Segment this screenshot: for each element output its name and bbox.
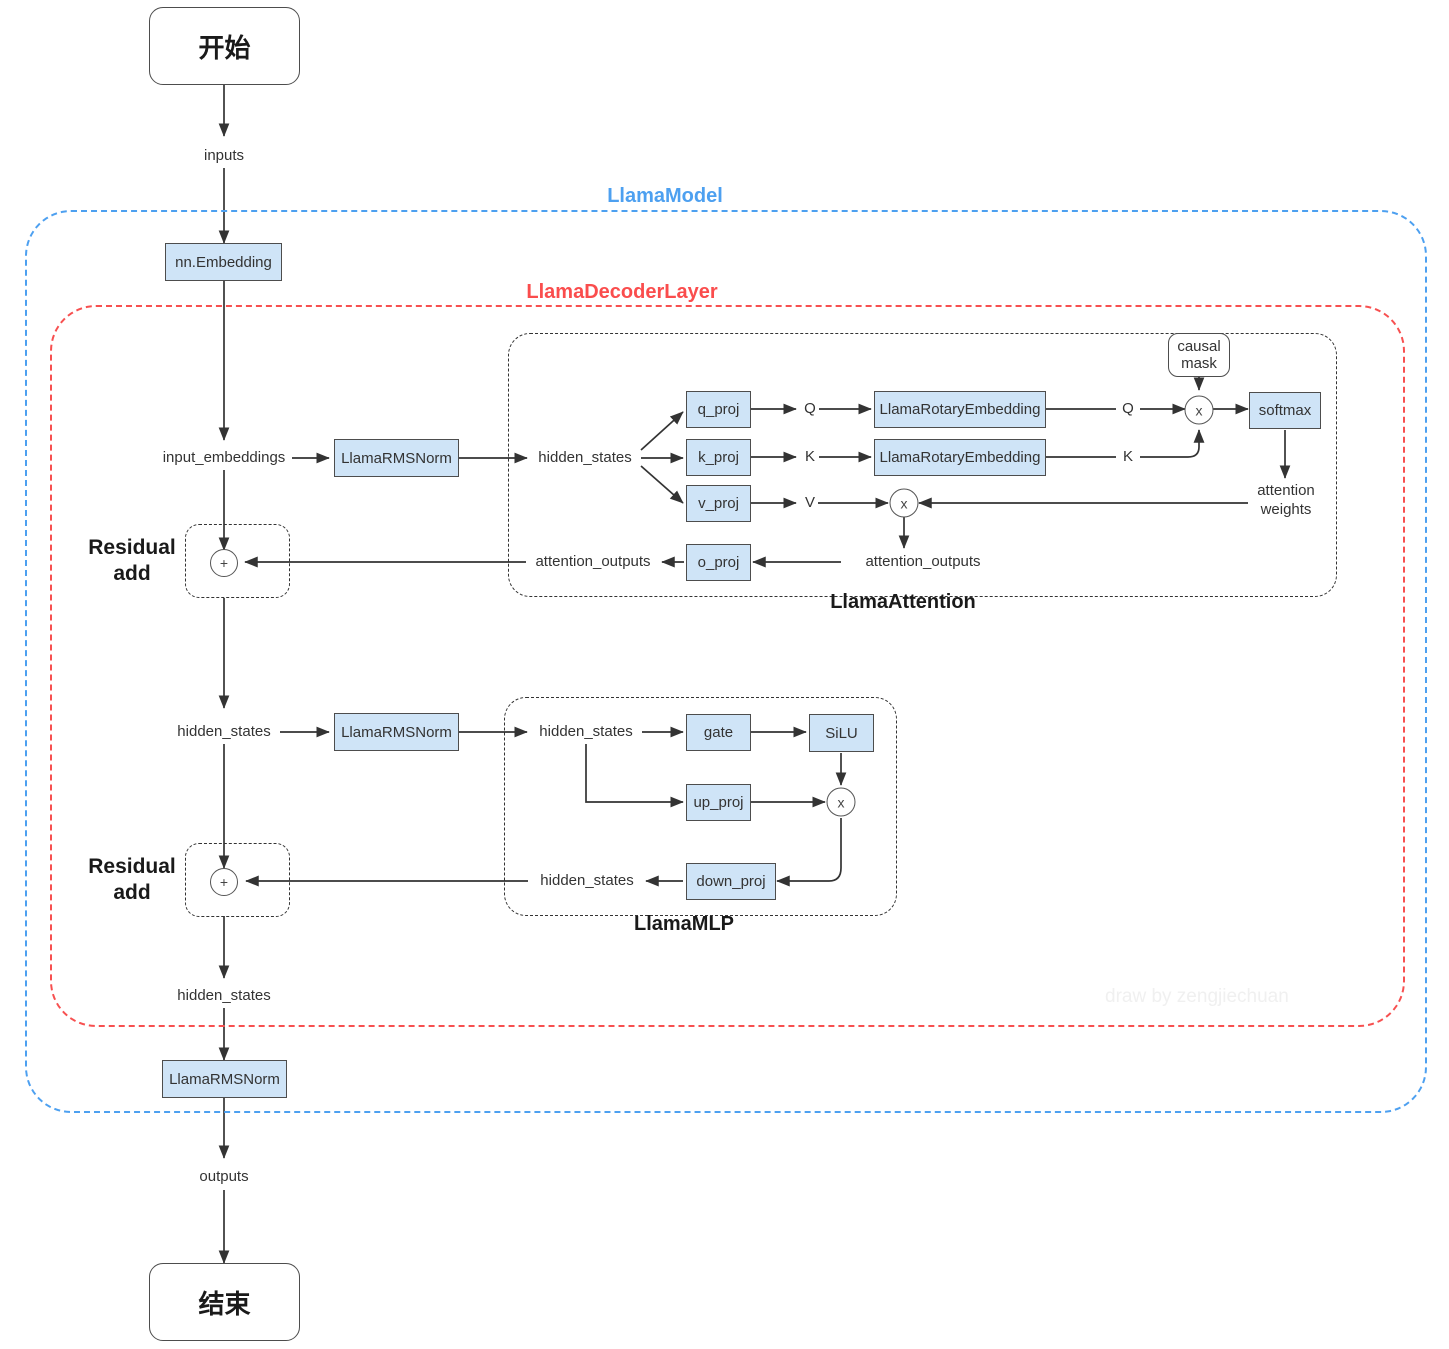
end-terminal: 结束 <box>149 1263 300 1341</box>
edge-label-attention-outputs-inner: attention_outputs <box>865 553 981 571</box>
up-proj-label: up_proj <box>693 794 744 811</box>
edge-label-k-rotary: K <box>1122 448 1134 466</box>
gate-node[interactable]: gate <box>686 714 751 751</box>
nn-embedding-label: nn.Embedding <box>175 253 272 271</box>
matmul-qk-label: x <box>1195 402 1203 418</box>
end-terminal-label: 结束 <box>198 1288 251 1319</box>
rotary-embedding-k-node[interactable]: LlamaRotaryEmbedding <box>874 439 1046 476</box>
rmsnorm-attention-label: LlamaRMSNorm <box>341 449 452 467</box>
residual-add-text-mlp: Residual add <box>82 854 182 907</box>
edge-label-q-rotary: Q <box>1122 400 1134 418</box>
causal-mask-line2: mask <box>1181 355 1217 372</box>
edge-label-attention-outputs-outer: attention_outputs <box>535 553 651 571</box>
residual-add-attention-line1: Residual <box>88 536 176 559</box>
llama-mlp-group <box>504 697 897 916</box>
softmax-label: softmax <box>1258 402 1312 419</box>
rotary-embedding-k-label: LlamaRotaryEmbedding <box>879 449 1041 466</box>
matmul-attn-value-label: x <box>900 495 908 511</box>
o-proj-label: o_proj <box>697 554 740 571</box>
down-proj-node[interactable]: down_proj <box>686 863 776 900</box>
rmsnorm-mlp-label: LlamaRMSNorm <box>341 723 452 741</box>
silu-label: SiLU <box>825 724 858 742</box>
llama-decoder-layer-group-title: LlamaDecoderLayer <box>526 281 718 303</box>
residual-add-op-attention-label: + <box>219 555 229 571</box>
llama-attention-group <box>508 333 1337 597</box>
softmax-node[interactable]: softmax <box>1249 392 1321 429</box>
causal-mask-line1: causal <box>1177 337 1221 355</box>
q-proj-label: q_proj <box>697 401 740 418</box>
causal-mask-node: causal mask <box>1168 333 1230 377</box>
k-proj-node[interactable]: k_proj <box>686 439 751 476</box>
rmsnorm-final-node[interactable]: LlamaRMSNorm <box>162 1060 287 1098</box>
llama-model-group <box>25 210 1427 1113</box>
start-terminal-label: 开始 <box>198 32 251 63</box>
residual-add-op-mlp: + <box>210 868 238 896</box>
edge-label-q: Q <box>804 400 816 418</box>
k-proj-label: k_proj <box>698 449 739 466</box>
residual-add-op-mlp-label: + <box>219 874 229 890</box>
o-proj-node[interactable]: o_proj <box>686 544 751 581</box>
edge-label-hidden-states-mlp-pre: hidden_states <box>177 723 271 741</box>
llama-mlp-caption: LlamaMLP <box>633 913 735 935</box>
residual-add-box-mlp <box>185 843 290 917</box>
edge-label-input-embeddings: input_embeddings <box>162 449 286 467</box>
edge-label-hidden-states-mlp-out: hidden_states <box>540 872 634 890</box>
llama-decoder-layer-group <box>50 305 1405 1027</box>
rotary-embedding-q-label: LlamaRotaryEmbedding <box>879 401 1041 418</box>
rmsnorm-final-label: LlamaRMSNorm <box>169 1070 280 1088</box>
edge-label-hidden-states-final: hidden_states <box>177 987 271 1005</box>
watermark: draw by zengjiechuan <box>1105 986 1289 1007</box>
edge-label-outputs: outputs <box>199 1168 249 1186</box>
edge-label-hidden-states-attn-in: hidden_states <box>538 449 632 467</box>
edge-label-hidden-states-mlp-in: hidden_states <box>539 723 633 741</box>
silu-node[interactable]: SiLU <box>809 714 874 752</box>
mlp-multiply-op: x <box>826 787 856 817</box>
residual-add-mlp-line2: add <box>113 881 151 905</box>
up-proj-node[interactable]: up_proj <box>686 784 751 821</box>
matmul-attn-value-op: x <box>889 488 919 518</box>
residual-add-text-attention: Residual add <box>82 535 182 588</box>
edge-label-v: V <box>804 494 816 512</box>
start-terminal: 开始 <box>149 7 300 85</box>
mlp-multiply-label: x <box>837 794 845 810</box>
edge-label-k: K <box>804 448 816 466</box>
matmul-qk-op: x <box>1184 395 1214 425</box>
rmsnorm-attention-node[interactable]: LlamaRMSNorm <box>334 439 459 477</box>
edge-label-inputs: inputs <box>203 147 245 165</box>
down-proj-label: down_proj <box>696 873 766 890</box>
gate-label: gate <box>703 724 734 741</box>
llama-attention-caption: LlamaAttention <box>830 591 976 613</box>
v-proj-label: v_proj <box>698 495 739 512</box>
rmsnorm-mlp-node[interactable]: LlamaRMSNorm <box>334 713 459 751</box>
residual-add-box-attention <box>185 524 290 598</box>
rotary-embedding-q-node[interactable]: LlamaRotaryEmbedding <box>874 391 1046 428</box>
residual-add-op-attention: + <box>210 549 238 577</box>
v-proj-node[interactable]: v_proj <box>686 485 751 522</box>
residual-add-mlp-line1: Residual <box>88 855 176 878</box>
nn-embedding-node[interactable]: nn.Embedding <box>165 243 282 281</box>
attention-weights-line1: attention <box>1257 482 1315 499</box>
q-proj-node[interactable]: q_proj <box>686 391 751 428</box>
residual-add-attention-line2: add <box>113 562 151 586</box>
edge-label-attention-weights: attention weights <box>1236 482 1336 520</box>
llama-model-group-title: LlamaModel <box>607 185 723 207</box>
attention-weights-line2: weights <box>1260 500 1312 518</box>
